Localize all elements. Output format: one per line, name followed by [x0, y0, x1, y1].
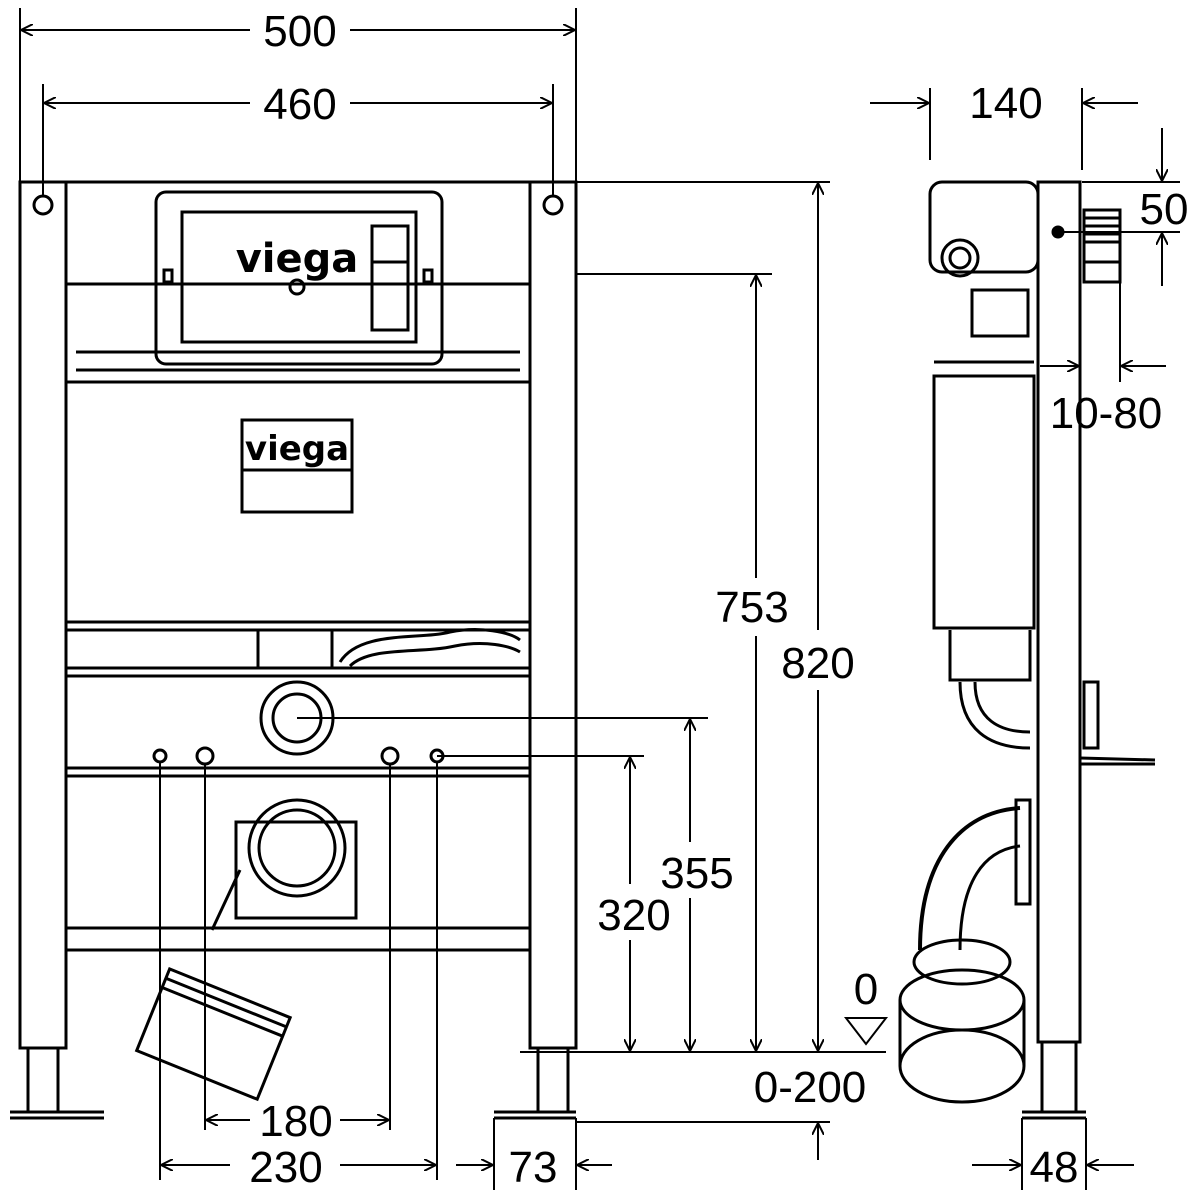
dim-height-waste: 355	[660, 849, 733, 898]
waste-bracket	[234, 820, 358, 920]
dim-height-actuator: 753	[715, 583, 788, 632]
cistern-housing	[64, 180, 532, 286]
side-view	[898, 180, 1156, 1120]
dim-bolt-spacing-small: 180	[259, 1097, 332, 1146]
side-dimensions	[870, 88, 1180, 1190]
dim-height-bolts: 320	[597, 891, 670, 940]
waste-pipe	[134, 966, 293, 1102]
waste-connector	[247, 798, 347, 898]
left-upright	[18, 180, 68, 1050]
logo-plate	[240, 418, 354, 514]
side-upright	[1036, 180, 1082, 1044]
dim-width-inner: 460	[263, 80, 336, 129]
dim-foot-depth: 73	[509, 1143, 558, 1192]
dim-side-foot-width: 48	[1030, 1143, 1079, 1192]
dim-width-overall: 500	[263, 7, 336, 56]
side-flush-bend	[958, 681, 1031, 750]
dim-floor-adjust: 0-200	[754, 1063, 867, 1112]
dim-floor-zero: 0	[854, 965, 878, 1014]
left-foot	[26, 1046, 60, 1114]
dim-side-wall-adjust: 10-80	[1050, 389, 1163, 438]
flush-plate-opening	[154, 190, 444, 366]
side-cistern-body	[932, 374, 1036, 630]
logo-body: viega	[245, 429, 349, 469]
dim-side-depth: 140	[969, 79, 1042, 128]
right-foot	[536, 1046, 570, 1114]
dim-side-cistern-offset: 50	[1140, 185, 1189, 234]
dim-height-total: 820	[781, 639, 854, 688]
side-waste-bend	[918, 806, 1021, 951]
cistern-body	[64, 380, 532, 624]
right-upright	[528, 180, 578, 1050]
flush-plate-inner	[180, 210, 418, 344]
cross-bar	[64, 674, 532, 770]
side-cistern	[928, 180, 1040, 274]
side-waste-outlet	[898, 1028, 1026, 1104]
floor-zero-marker	[843, 1017, 889, 1046]
front-view	[10, 180, 578, 1120]
dim-bolt-spacing-large: 230	[249, 1143, 322, 1192]
front-dimensions	[19, 8, 886, 1190]
logo-top: viega	[236, 236, 359, 282]
